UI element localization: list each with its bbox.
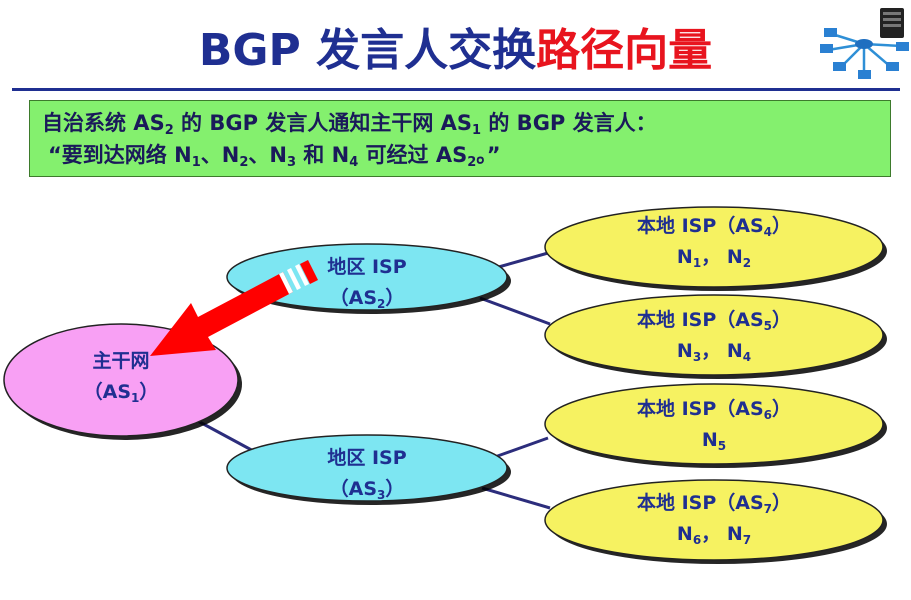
label-regional-as3: 地区 ISP （AS3）: [327, 447, 407, 502]
link-regional3-local6: [491, 436, 549, 460]
label-backbone: 主干网 （AS1）: [83, 350, 159, 405]
link-regional3-local7: [481, 486, 551, 510]
node-local-isp-as4: [544, 206, 884, 288]
node-local-isp-as6: [544, 383, 884, 465]
title-underline: [12, 88, 900, 91]
page-title: BGP 发言人交换路径向量: [0, 14, 911, 78]
link-regional2-local5: [479, 296, 551, 326]
node-regional-isp-as3: [226, 434, 508, 502]
title-main: BGP 发言人交换: [198, 25, 537, 76]
route-advertisement-arrow: [150, 260, 318, 356]
label-local-as6: 本地 ISP（AS6） N5: [636, 398, 792, 453]
label-local-as4: 本地 ISP（AS4） N1， N2: [636, 215, 792, 270]
network-servers-icon: [820, 8, 909, 79]
announcement-line-2: “要到达网络 N1、N2、N3 和 N4 可经过 AS2。”: [48, 143, 501, 170]
node-local-isp-as5: [544, 294, 884, 376]
link-regional2-local4: [494, 251, 549, 270]
node-regional-isp-as2: [226, 243, 508, 311]
title-highlight: 路径向量: [536, 25, 713, 76]
announcement-line-1: 自治系统 AS2 的 BGP 发言人通知主干网 AS1 的 BGP 发言人：: [42, 111, 657, 138]
label-local-as5: 本地 ISP（AS5） N3， N4: [636, 309, 792, 364]
label-local-as7: 本地 ISP（AS7） N6， N7: [636, 492, 792, 547]
label-regional-as2: 地区 ISP （AS2）: [327, 256, 407, 311]
announcement-box: 自治系统 AS2 的 BGP 发言人通知主干网 AS1 的 BGP 发言人： “…: [29, 100, 891, 177]
node-local-isp-as7: [544, 479, 884, 561]
